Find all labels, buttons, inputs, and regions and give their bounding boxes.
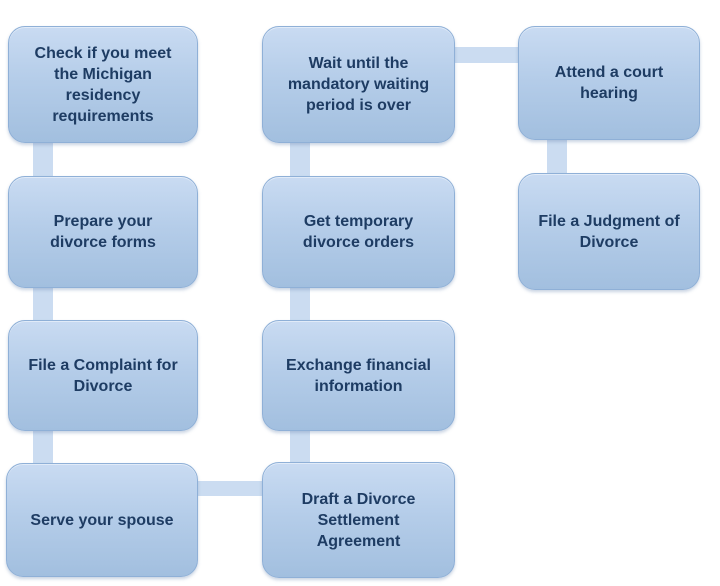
flow-node-label: Draft a Divorce Settlement Agreement xyxy=(301,490,416,550)
connector-complaint-to-serve xyxy=(33,423,53,471)
connector-hearing-to-judgment xyxy=(547,132,567,181)
connector-draft-to-exchange xyxy=(290,424,310,470)
flow-node-label: Attend a court hearing xyxy=(554,64,664,102)
flow-node-label: File a Judgment of Divorce xyxy=(538,212,680,251)
flow-node-serve-spouse: Serve your spouse xyxy=(6,463,198,577)
flow-node-check-residency: Check if you meet the Michigan residency… xyxy=(8,26,198,143)
flow-node-draft-settlement: Draft a Divorce Settlement Agreement xyxy=(262,462,455,578)
connector-serve-to-draft xyxy=(190,481,270,496)
flow-node-court-hearing: Attend a court hearing xyxy=(518,26,700,140)
flow-node-file-complaint: File a Complaint for Divorce xyxy=(8,320,198,431)
flow-node-file-judgment: File a Judgment of Divorce xyxy=(518,173,700,290)
flow-node-label: Exchange financial information xyxy=(286,356,431,395)
connector-check-to-prepare xyxy=(33,135,53,185)
flow-node-label: Serve your spouse xyxy=(30,511,174,529)
flow-node-label: Check if you meet the Michigan residency… xyxy=(34,44,172,125)
flow-node-temporary-orders: Get temporary divorce orders xyxy=(262,176,455,288)
connector-exchange-to-temporary-orders xyxy=(290,280,310,328)
flow-node-label: File a Complaint for Divorce xyxy=(28,356,178,395)
flow-node-exchange-financial: Exchange financial information xyxy=(262,320,455,431)
flow-node-label: Wait until the mandatory waiting period … xyxy=(287,55,430,114)
connector-temporary-orders-to-waiting xyxy=(290,135,310,185)
connector-waiting-to-hearing xyxy=(447,47,526,63)
flow-node-waiting-period: Wait until the mandatory waiting period … xyxy=(262,26,455,143)
flow-node-label: Get temporary divorce orders xyxy=(302,213,415,251)
flow-node-prepare-forms: Prepare your divorce forms xyxy=(8,176,198,288)
connector-prepare-to-complaint xyxy=(33,280,53,328)
flow-node-label: Prepare your divorce forms xyxy=(50,213,156,251)
